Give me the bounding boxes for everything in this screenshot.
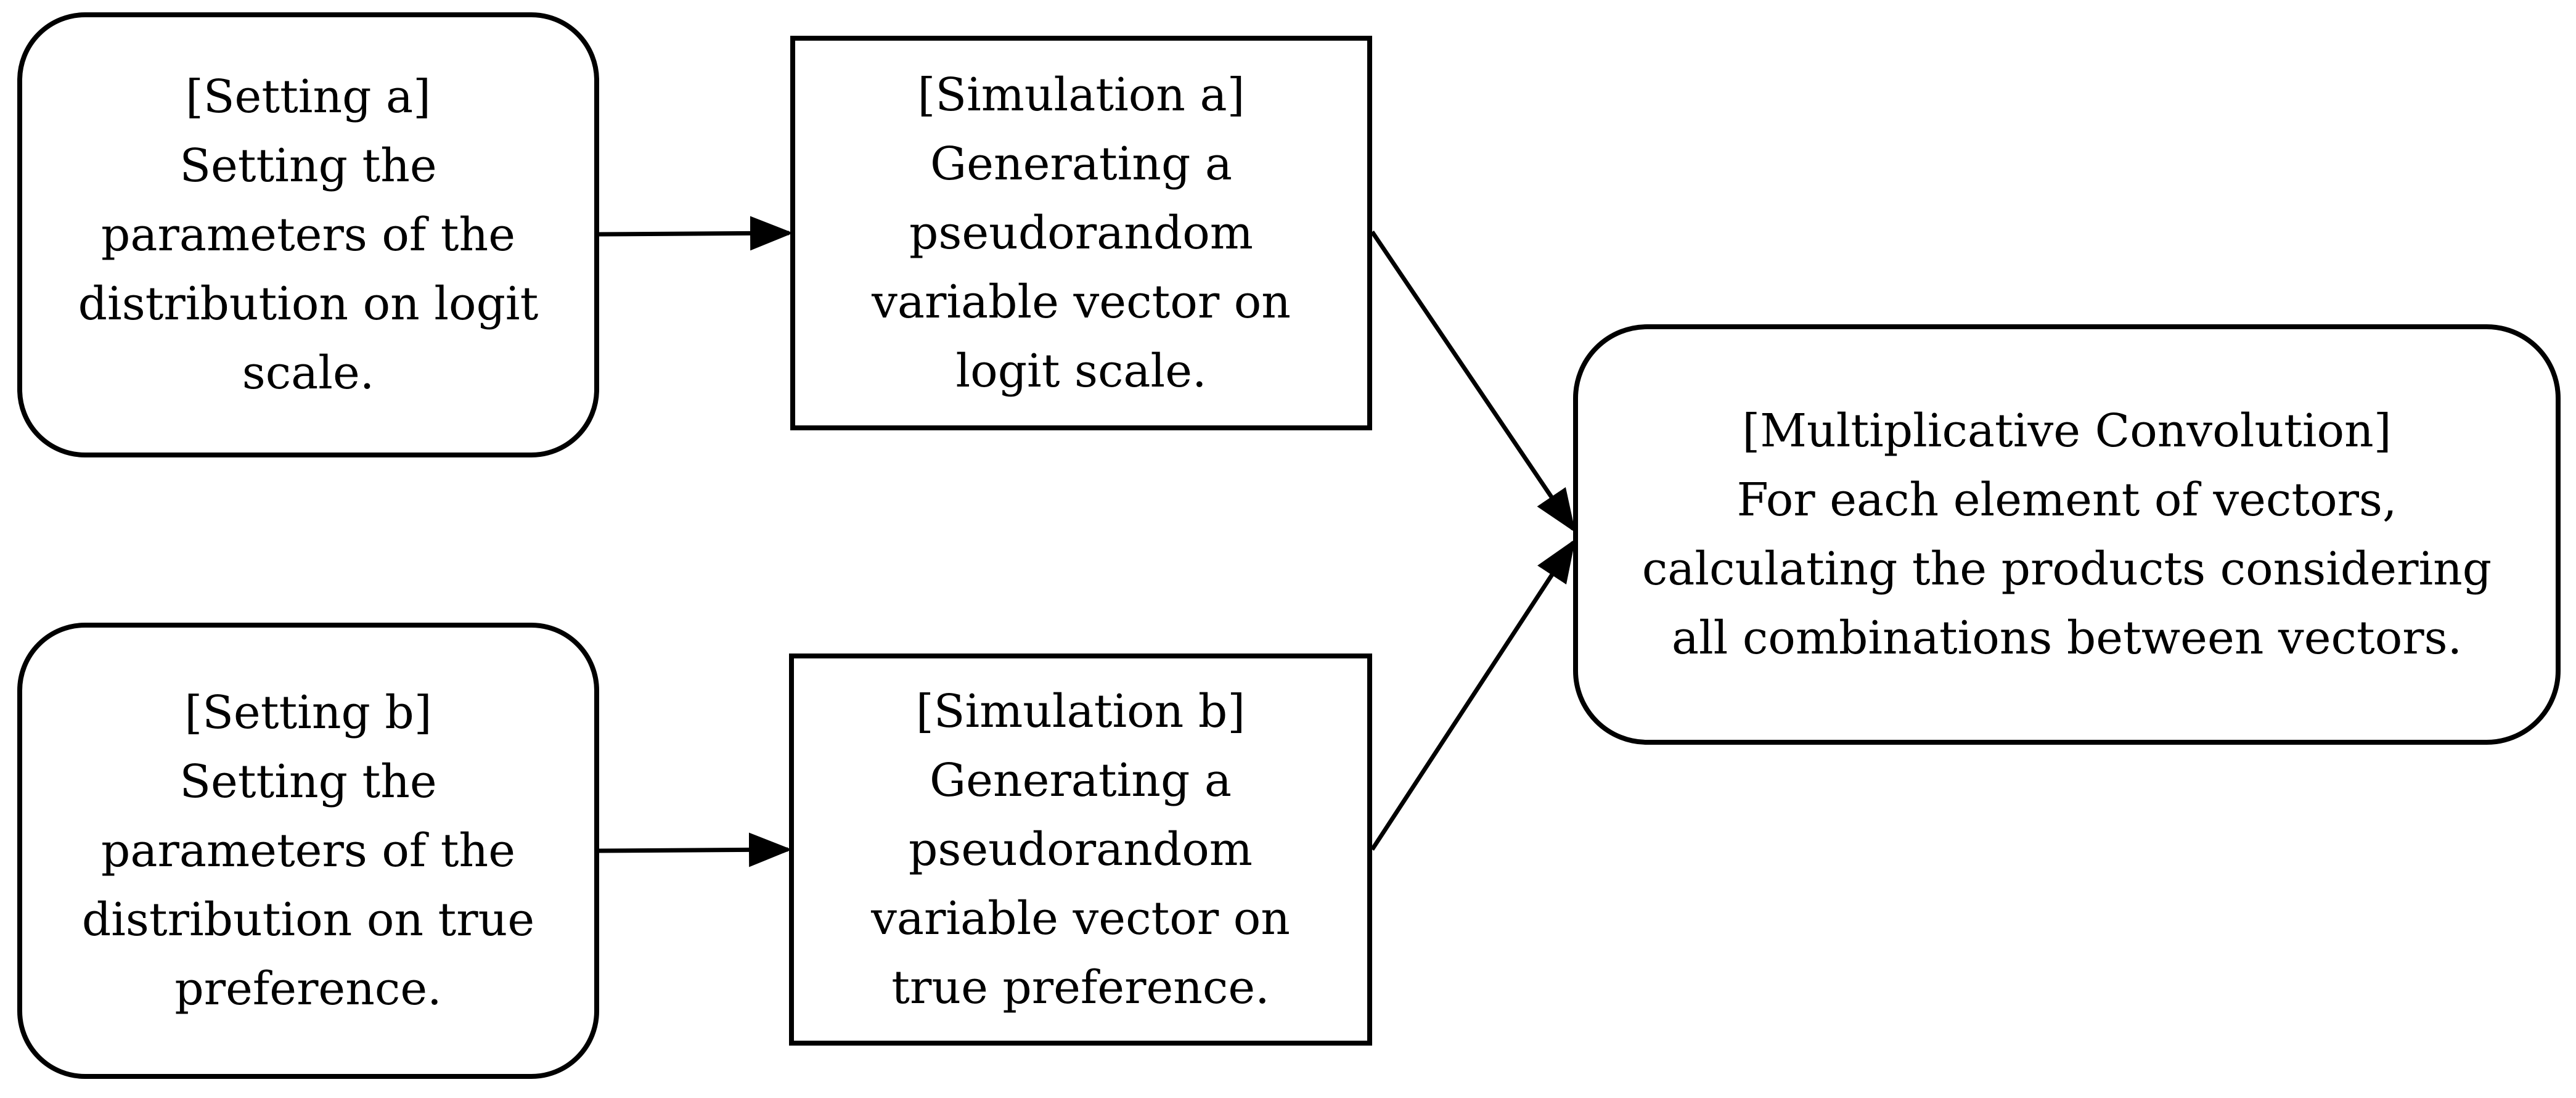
setting-b-text-line: preference. <box>174 962 442 1015</box>
simulation-a-node: [Simulation a] Generating a pseudorandom… <box>790 36 1372 430</box>
simulation-b-text-line: true preference. <box>891 961 1270 1014</box>
arrow-simulation-a-to-convolution <box>1370 231 1576 533</box>
simulation-b-title: [Simulation b] <box>915 685 1246 738</box>
arrow-setting-b-to-simulation-b <box>599 832 792 867</box>
simulation-a-title: [Simulation a] <box>917 68 1245 121</box>
setting-a-text-line: Setting the <box>179 139 437 192</box>
simulation-a-text-line: variable vector on <box>872 276 1291 329</box>
multiplicative-convolution-text-line: For each element of vectors, <box>1736 473 2397 526</box>
setting-a-text-line: scale. <box>242 346 375 399</box>
setting-a-node: [Setting a] Setting the parameters of th… <box>17 12 599 457</box>
simulation-b-text-line: pseudorandom <box>909 823 1253 876</box>
setting-b-text-line: Setting the <box>179 755 437 808</box>
simulation-b-node: [Simulation b] Generating a pseudorandom… <box>789 653 1372 1046</box>
multiplicative-convolution-text-line: all combinations between vectors. <box>1671 612 2463 665</box>
setting-b-title: [Setting b] <box>184 686 432 739</box>
simulation-a-text-line: logit scale. <box>955 345 1207 398</box>
multiplicative-convolution-node: [Multiplicative Convolution] For each el… <box>1573 324 2561 745</box>
arrow-setting-a-to-simulation-a <box>599 216 793 251</box>
simulation-a-text-line: Generating a <box>930 137 1232 191</box>
setting-a-text-line: parameters of the <box>101 208 515 261</box>
simulation-a-text-line: pseudorandom <box>909 207 1253 260</box>
multiplicative-convolution-text-line: calculating the products considering <box>1642 543 2492 596</box>
simulation-b-text-line: Generating a <box>930 754 1232 807</box>
setting-a-text-line: distribution on logit <box>78 277 539 330</box>
arrow-simulation-b-to-convolution <box>1370 539 1576 851</box>
setting-b-node: [Setting b] Setting the parameters of th… <box>17 623 599 1079</box>
setting-b-text-line: parameters of the <box>101 824 515 877</box>
setting-a-title: [Setting a] <box>185 70 431 123</box>
multiplicative-convolution-title: [Multiplicative Convolution] <box>1742 404 2392 457</box>
setting-b-text-line: distribution on true <box>81 893 535 946</box>
simulation-b-text-line: variable vector on <box>871 892 1290 945</box>
